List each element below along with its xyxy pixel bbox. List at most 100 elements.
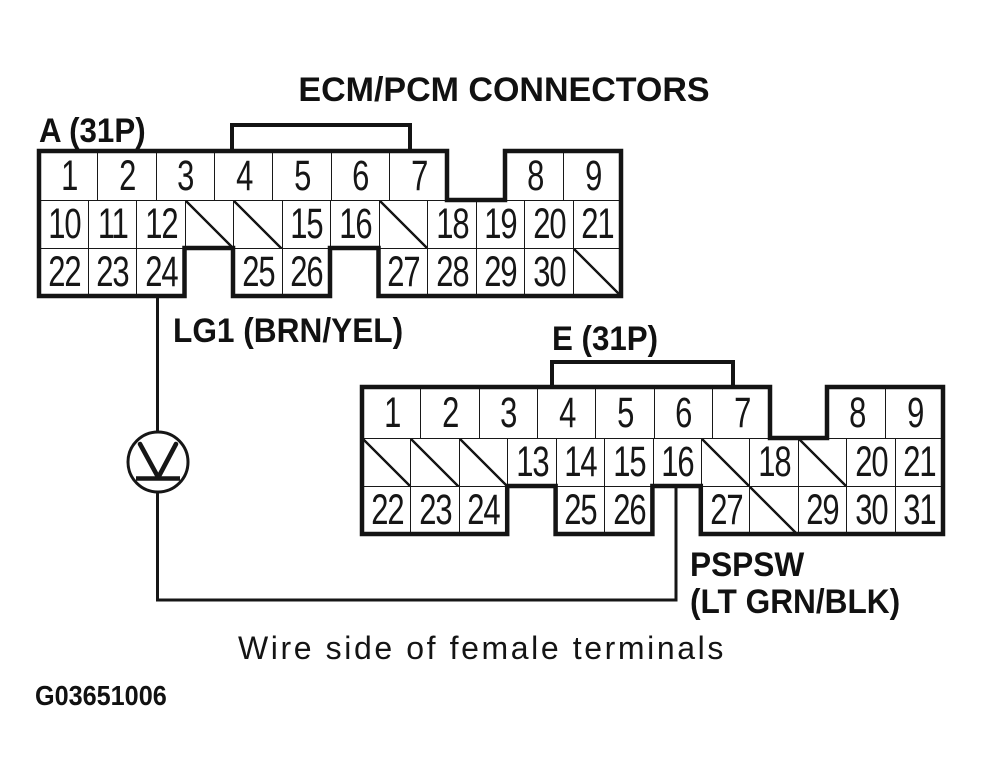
voltmeter-icon [126,430,190,494]
terminal-number: 20 [532,200,566,249]
terminal-A-3: 3 [155,151,216,202]
terminal-number: 15 [290,200,323,249]
terminal-A-15: 15 [281,200,332,250]
terminal-number: 25 [564,486,598,535]
terminal-number: 26 [290,248,323,297]
terminal-E-13: 13 [507,438,558,488]
terminal-number: 23 [96,248,129,297]
terminal-E-4: 4 [536,387,597,440]
terminal-A-2: 2 [97,151,158,202]
terminal-number: 7 [733,388,751,437]
terminal-number: 22 [370,486,404,535]
terminal-E-14: 14 [555,438,606,488]
terminal-E-5: 5 [595,387,656,440]
terminal-number: 24 [144,248,178,297]
terminal-number: 27 [709,486,743,535]
terminal-number: 6 [675,388,692,437]
terminal-E-15: 15 [604,438,655,488]
terminal-A-6: 6 [330,151,391,202]
terminal-number: 15 [612,438,646,487]
terminal-number: 13 [516,438,549,487]
page-title: ECM/PCM CONNECTORS [298,71,710,109]
terminal-number: 19 [484,200,517,249]
terminal-number: 30 [855,486,888,535]
terminal-A-9: 9 [563,151,624,202]
terminal-E-21: 21 [894,438,945,488]
terminal-A-1: 1 [39,151,99,202]
terminal-E-6: 6 [653,387,714,440]
terminal-number: 16 [661,438,694,487]
terminal-A-30: 30 [524,248,575,298]
terminal-A-12: 12 [136,200,187,250]
terminal-number: 8 [526,151,544,200]
terminal-number: 9 [585,151,602,200]
terminal-A-19: 19 [475,200,526,250]
terminal-number: 26 [612,486,646,535]
terminal-number: 5 [617,388,634,437]
terminal-A-27: 27 [378,248,429,298]
terminal-E-3: 3 [478,387,539,440]
terminal-A-22: 22 [39,248,90,298]
terminal-number: 16 [338,200,372,249]
terminal-number: 21 [903,438,936,487]
blocked-terminal-A [184,200,235,250]
terminal-number: 6 [352,151,369,200]
terminal-E-9: 9 [885,387,946,440]
terminal-number: 4 [558,388,576,437]
terminal-A-18: 18 [427,200,478,250]
wire-label-lg1: LG1 (BRN/YEL) [173,312,404,350]
terminal-number: 21 [581,200,614,249]
terminal-E-16: 16 [652,438,703,488]
terminal-E-31: 31 [894,486,945,536]
terminal-number: 5 [294,151,311,200]
terminal-number: 23 [419,486,452,535]
terminal-E-20: 20 [846,438,897,488]
terminal-A-23: 23 [87,248,138,298]
terminal-E-1: 1 [362,387,422,440]
terminal-E-8: 8 [827,387,887,440]
blocked-terminal-E [700,438,751,488]
terminal-E-7: 7 [711,387,772,440]
terminal-E-29: 29 [797,486,848,536]
terminal-number: 12 [144,200,178,249]
terminal-number: 29 [484,248,517,297]
terminal-number: 29 [806,486,840,535]
terminal-number: 9 [907,388,924,437]
blocked-terminal-A [572,248,623,298]
terminal-A-20: 20 [524,200,575,250]
connector-a-label: A (31P) [39,112,146,150]
blocked-terminal-E [458,438,509,488]
blocked-terminal-A [233,200,284,250]
terminal-number: 1 [60,151,78,200]
terminal-E-2: 2 [420,387,481,440]
terminal-number: 18 [435,200,469,249]
terminal-A-28: 28 [427,248,478,298]
terminal-number: 7 [410,151,428,200]
terminal-number: 20 [855,438,888,487]
blocked-terminal-E [362,438,413,488]
terminal-A-10: 10 [39,200,90,250]
terminal-A-7: 7 [388,151,449,202]
terminal-number: 18 [758,438,791,487]
terminal-number: 11 [97,200,129,249]
terminal-A-5: 5 [272,151,333,202]
blocked-terminal-A [378,200,429,250]
terminal-number: 3 [500,388,517,437]
terminal-A-29: 29 [475,248,526,298]
terminal-E-26: 26 [604,486,655,536]
terminal-E-27: 27 [700,486,751,536]
terminal-A-4: 4 [213,151,274,202]
terminal-A-16: 16 [330,200,381,250]
terminal-number: 27 [387,248,420,297]
blocked-terminal-E [749,486,800,536]
terminal-number: 4 [235,151,253,200]
terminal-number: 2 [442,388,459,437]
terminal-A-21: 21 [572,200,623,250]
terminal-number: 30 [532,248,566,297]
terminal-A-11: 11 [87,200,138,250]
terminal-A-25: 25 [233,248,284,298]
terminal-number: 24 [467,486,501,535]
terminal-number: 22 [47,248,81,297]
wire-label-pspsw-line2: (LT GRN/BLK) [690,583,901,621]
terminal-A-26: 26 [281,248,332,298]
